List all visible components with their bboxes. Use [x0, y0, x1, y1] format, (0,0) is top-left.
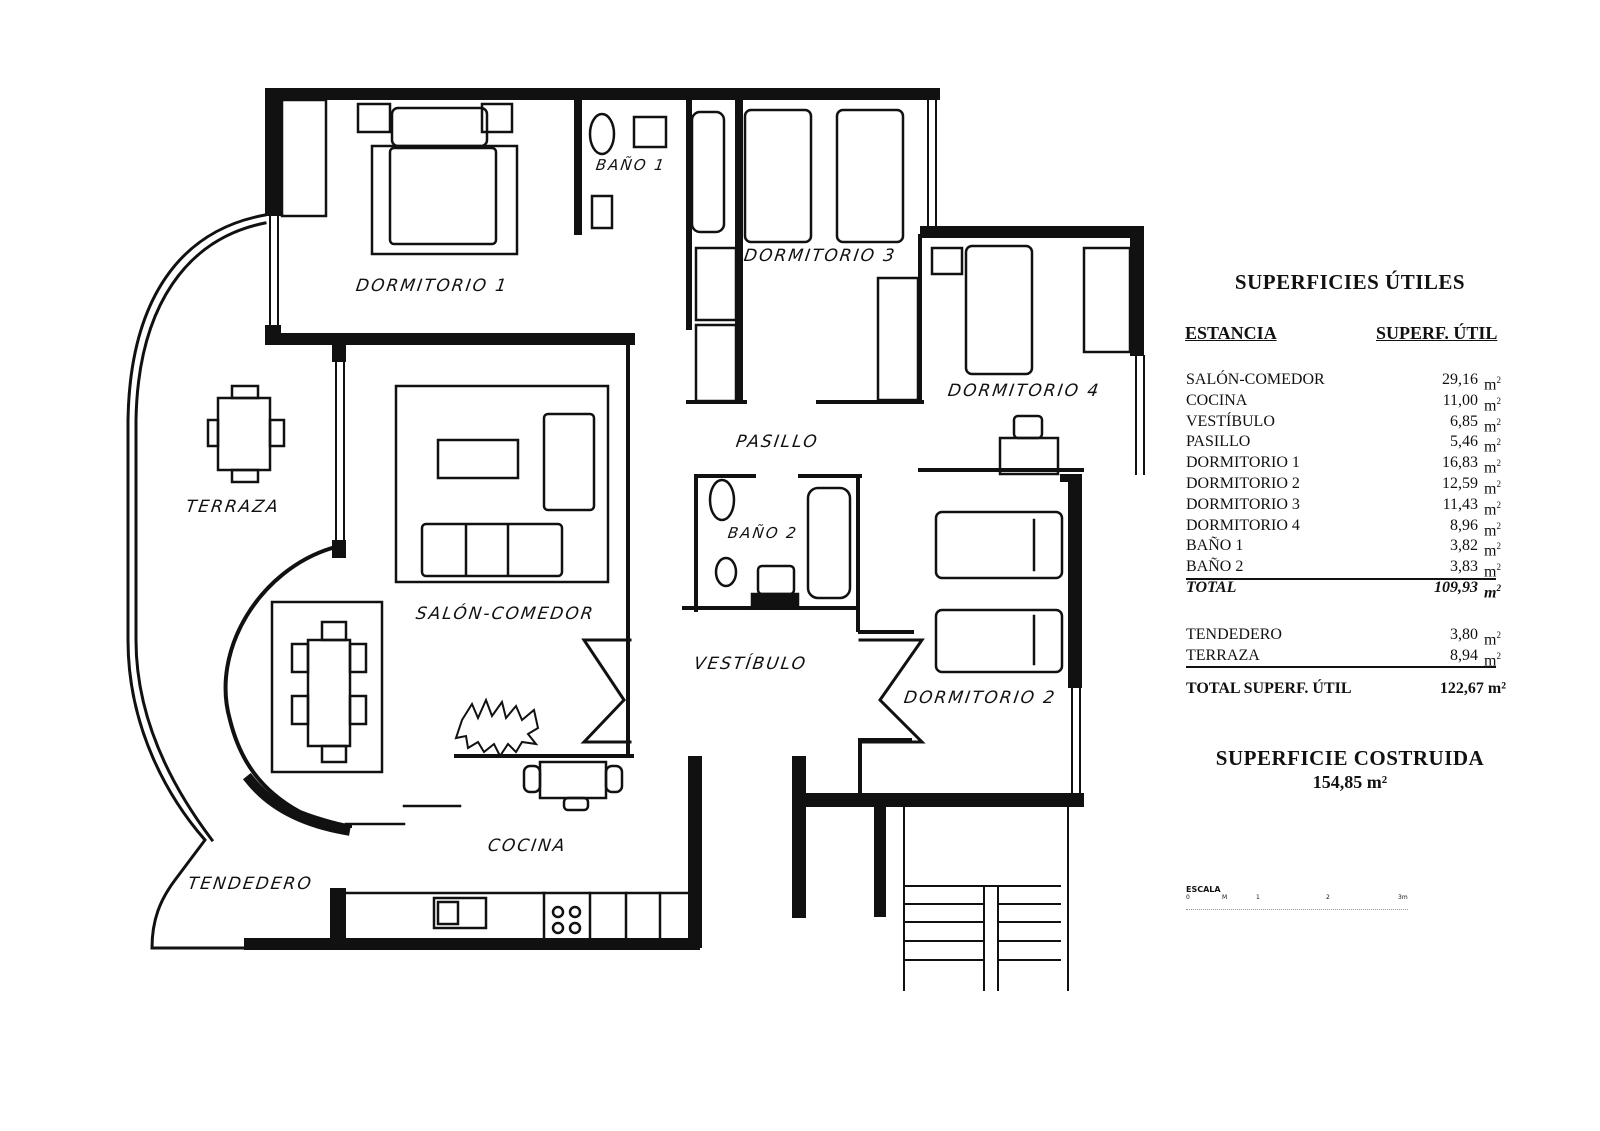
room-label-dormitorio-1: DORMITORIO 1 — [354, 276, 510, 296]
room-label-tendedero: TENDEDERO — [186, 874, 315, 894]
grand-total-value: 122,67 m² — [1439, 680, 1506, 697]
grand-total-label: TOTAL SUPERF. ÚTIL — [1186, 680, 1352, 697]
twin-beds-room2-icon — [934, 510, 1064, 674]
exterior-walls — [244, 88, 1144, 950]
single-bed-icon — [930, 244, 1132, 476]
total-divider — [1186, 578, 1496, 580]
column-header-room: ESTANCIA — [1185, 323, 1277, 343]
vestibule-door-outlines — [580, 638, 926, 744]
windows — [269, 99, 1145, 794]
room-label-cocina: COCINA — [486, 836, 568, 856]
room-label-bano-2: BAÑO 2 — [726, 524, 800, 542]
double-bed-icon — [280, 98, 519, 256]
room-label-vestibulo: VESTÍBULO — [692, 654, 809, 674]
room-label-dormitorio-2: DORMITORIO 2 — [902, 688, 1058, 708]
room-label-dormitorio-3: DORMITORIO 3 — [742, 246, 898, 266]
scale-title: ESCALA — [1186, 885, 1221, 894]
room-label-dormitorio-4: DORMITORIO 4 — [946, 381, 1102, 401]
staircase — [903, 806, 1069, 991]
scale-line — [1186, 909, 1408, 910]
living-room-furniture — [270, 384, 610, 774]
scale-ticks: 0 M 1 2 3m — [1186, 894, 1408, 901]
built-area-value: 154,85 m² — [1312, 772, 1388, 792]
room-label-pasillo: PASILLO — [734, 432, 821, 452]
plant-icon — [454, 697, 540, 758]
interior-walls — [454, 234, 1084, 797]
bathroom-2-fixtures — [708, 478, 852, 610]
terrace-table-icon — [206, 384, 286, 484]
twin-beds-icon — [694, 108, 920, 403]
room-label-salon-comedor: SALÓN-COMEDOR — [414, 604, 596, 624]
bathroom-1-fixtures — [588, 110, 726, 234]
built-area-title: SUPERFICIE COSTRUIDA — [1215, 746, 1485, 770]
room-label-bano-1: BAÑO 1 — [594, 156, 668, 174]
terrace-curve — [126, 213, 353, 950]
extras-divider — [1186, 666, 1496, 668]
scale-bar: ESCALA 0 M 1 2 3m — [1186, 885, 1416, 910]
room-label-terraza: TERRAZA — [184, 497, 282, 517]
column-header-area: SUPERF. ÚTIL — [1376, 323, 1498, 343]
kitchen-fixtures — [344, 760, 692, 942]
areas-title: SUPERFICIES ÚTILES — [1234, 270, 1466, 294]
